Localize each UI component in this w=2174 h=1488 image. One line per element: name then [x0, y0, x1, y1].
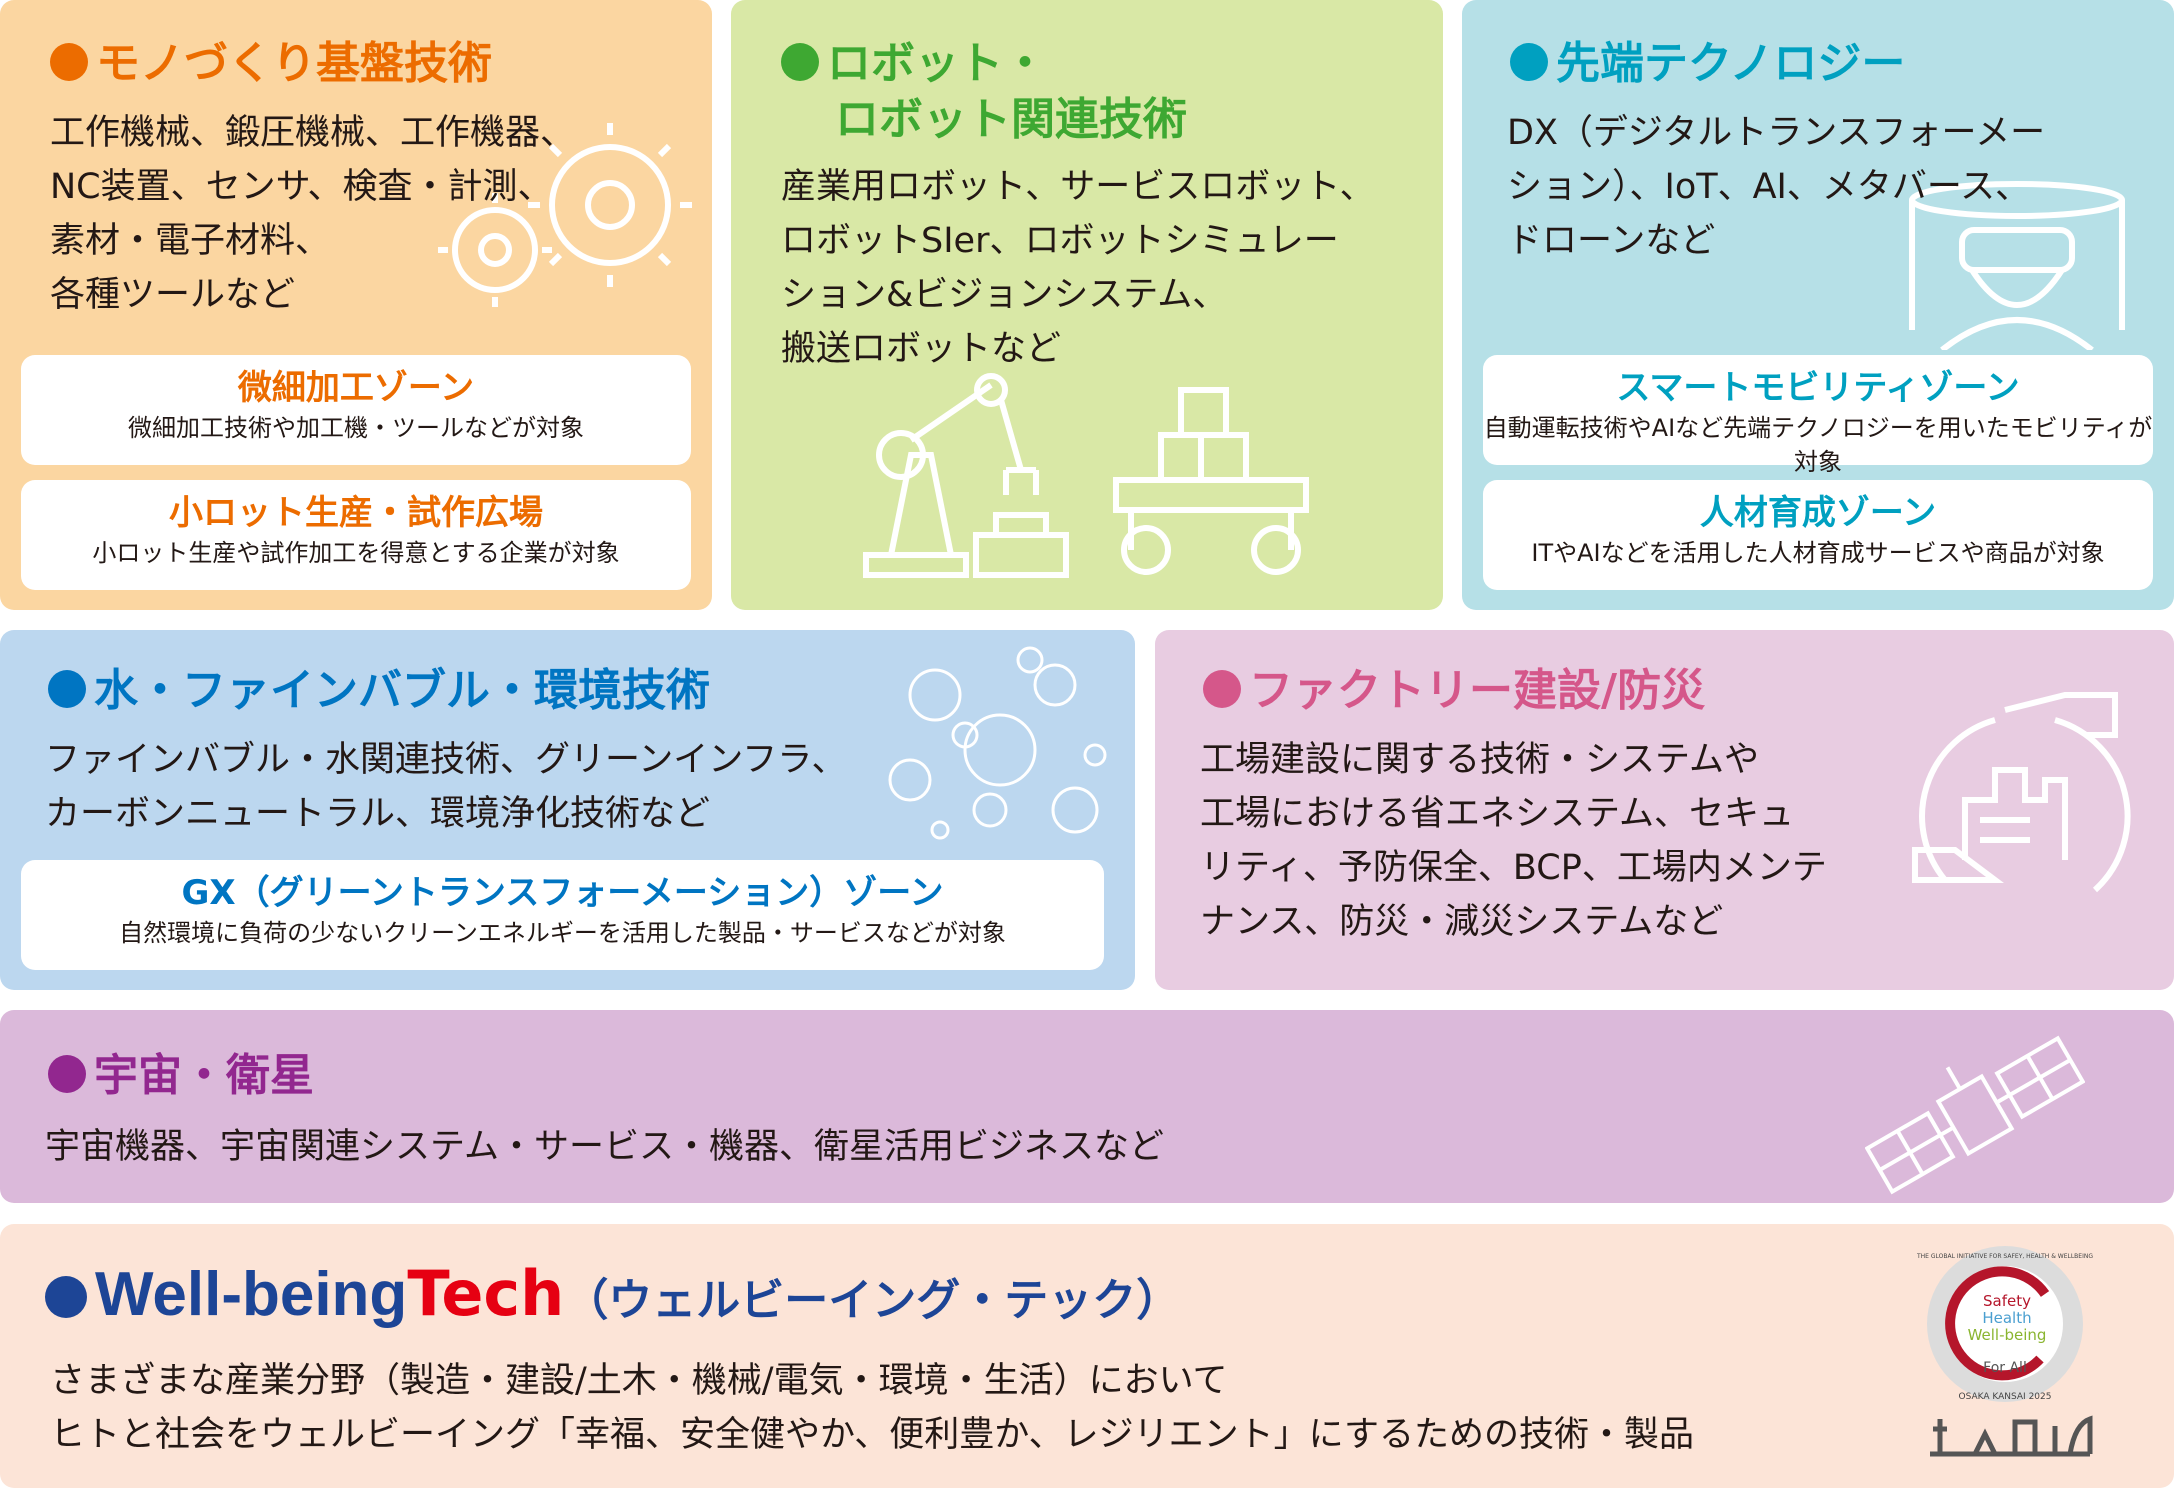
title: モノづくり基盤技術	[50, 36, 492, 92]
svg-text:OSAKA KANSAI 2025: OSAKA KANSAI 2025	[1959, 1392, 2052, 1402]
description: 工作機械、鍛圧機械、工作機器、NC装置、センサ、検査・計測、素材・電子材料、各種…	[50, 113, 576, 315]
description: さまざまな産業分野（製造・建設/土木・機械/電気・環境・生活）においてヒトと社会…	[50, 1361, 1694, 1455]
title: Well-beingTech（ウェルビーイング・テック）	[45, 1254, 1180, 1341]
svg-text:Well-being: Well-being	[1968, 1326, 2047, 1344]
panel-water: 水・ファインバブル・環境技術 ファインバブル・水関連技術、グリーンインフラ、カー…	[0, 630, 1135, 990]
svg-text:Health: Health	[1982, 1309, 2031, 1327]
panel-advanced-tech: 先端テクノロジー DX（デジタルトランスフォーメーション）、IoT、AI、メタバ…	[1462, 0, 2174, 610]
title: 先端テクノロジー	[1510, 36, 1905, 92]
svg-text:Safety: Safety	[1983, 1292, 2031, 1310]
description: 産業用ロボット、サービスロボット、ロボットSIer、ロボットシミュレーション&ビ…	[781, 167, 1375, 369]
description: 工場建設に関する技術・システムや工場における省エネシステム、セキュリティ、予防保…	[1200, 740, 1827, 942]
satellite-icon	[1865, 1035, 2085, 1195]
vr-headset-icon	[1909, 181, 2125, 350]
title: ロボット・ロボット関連技術	[781, 36, 1187, 148]
panel-space: 宇宙・衛星 宇宙機器、宇宙関連システム・サービス・機器、衛星活用ビジネスなど	[0, 1010, 2174, 1203]
title: 宇宙・衛星	[48, 1048, 314, 1104]
description: DX（デジタルトランスフォーメーション）、IoT、AI、メタバース、ドローンなど	[1507, 113, 2046, 261]
svg-text:THE GLOBAL INITIATIVE FOR SAFE: THE GLOBAL INITIATIVE FOR SAFEY, HEALTH …	[1916, 1253, 2093, 1260]
description: 宇宙機器、宇宙関連システム・サービス・機器、衛星活用ビジネスなど	[45, 1127, 1164, 1167]
description: ファインバブル・水関連技術、グリーンインフラ、カーボンニュートラル、環境浄化技術…	[45, 740, 847, 834]
zone-smart-mobility: スマートモビリティゾーン自動運転技術やAIなど先端テクノロジーを用いたモビリティ…	[1483, 355, 2153, 476]
robot-arm-icon	[863, 373, 1309, 578]
zone-small-lot: 小ロット生産・試作広場小ロット生産や試作加工を得意とする企業が対象	[21, 480, 691, 590]
title: 水・ファインバブル・環境技術	[48, 663, 710, 719]
gears-icon	[438, 123, 692, 307]
zone-fine-processing: 微細加工ゾーン微細加工技術や加工機・ツールなどが対象	[21, 355, 691, 465]
hands-factory-icon	[1912, 692, 2131, 893]
zone-gx: GX（グリーントランスフォーメーション）ゾーン自然環境に負荷の少ないクリーンエネ…	[21, 860, 1104, 970]
panel-monozukuri: モノづくり基盤技術 工作機械、鍛圧機械、工作機器、NC装置、センサ、検査・計測、…	[0, 0, 712, 610]
title: ファクトリー建設/防災	[1203, 663, 1705, 719]
svg-text:For All: For All	[1983, 1360, 2027, 1376]
bubbles-icon	[888, 646, 1107, 840]
panel-wellbeing-tech: Well-beingTech（ウェルビーイング・テック） さまざまな産業分野（製…	[0, 1224, 2174, 1488]
panel-robot: ロボット・ロボット関連技術 産業用ロボット、サービスロボット、ロボットSIer、…	[731, 0, 1443, 610]
wellbeing-logo: Safety Health Well-being For All OSAKA K…	[1915, 1244, 2095, 1464]
panel-factory: ファクトリー建設/防災 工場建設に関する技術・システムや工場における省エネシステ…	[1155, 630, 2174, 990]
